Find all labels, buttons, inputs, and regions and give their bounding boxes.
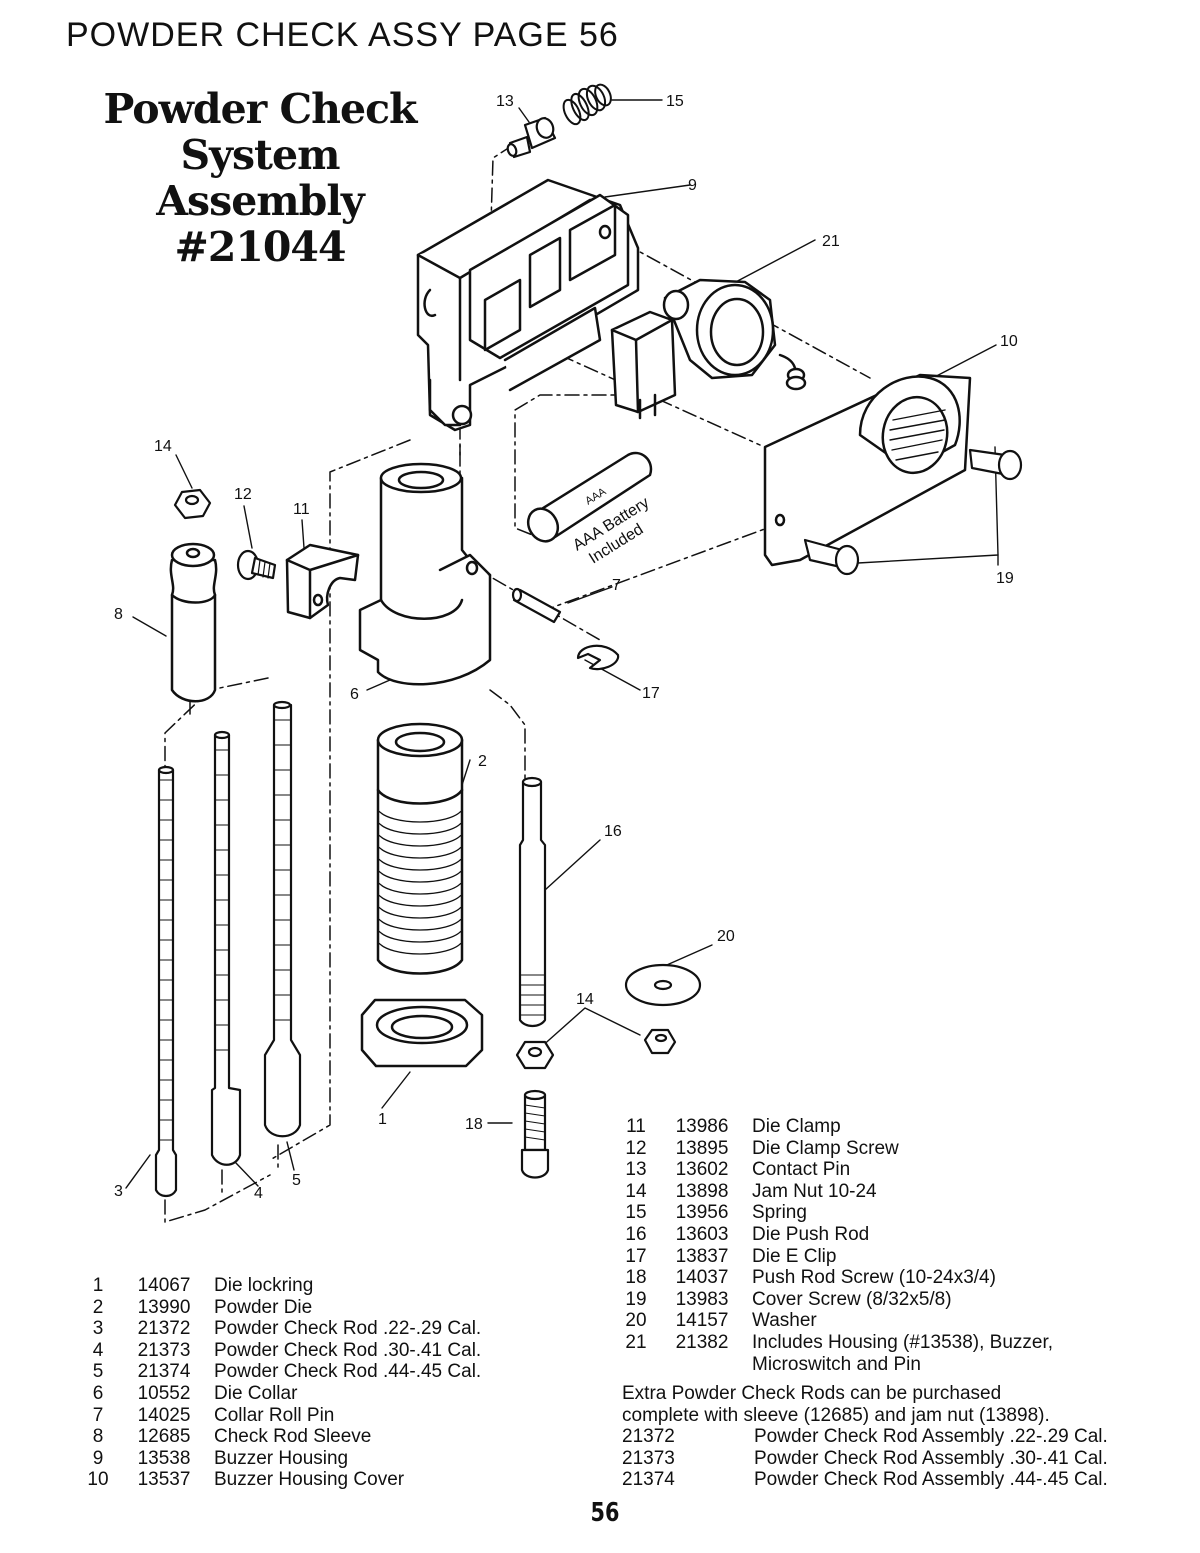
callout-14-bottom: 14	[576, 991, 594, 1008]
note-line-2: complete with sleeve (12685) and jam nut…	[622, 1404, 1050, 1426]
assembly-title: Powder Check System Assembly #21044	[80, 86, 440, 270]
part-row: Microswitch and Pin	[752, 1353, 921, 1375]
callout-9: 9	[688, 177, 697, 194]
callout-11: 11	[293, 501, 310, 518]
title-line-1: Powder Check	[103, 85, 418, 133]
callout-15: 15	[666, 93, 684, 110]
callout-16: 16	[604, 823, 622, 840]
title-line-2: System Assembly	[156, 131, 365, 225]
buzzer-housing	[416, 178, 640, 432]
die-e-clip	[576, 644, 620, 671]
push-rod-screw	[520, 1089, 550, 1179]
callout-14-top: 14	[154, 438, 172, 455]
buzzer-unit	[610, 278, 807, 420]
spring	[562, 83, 612, 126]
callout-10: 10	[1000, 333, 1018, 350]
jam-nut-top	[173, 488, 212, 520]
aaa-battery: AAA AAA Battery Included	[526, 451, 652, 567]
title-line-3: #21044	[174, 223, 347, 271]
die-lockring	[360, 998, 484, 1068]
callout-20: 20	[717, 928, 735, 945]
page-number: 56	[590, 1498, 620, 1528]
powder-check-rods	[154, 700, 302, 1198]
callout-19: 19	[996, 570, 1014, 587]
callout-18: 18	[465, 1116, 483, 1133]
die-clamp	[285, 543, 360, 620]
powder-die	[376, 722, 464, 975]
die-push-rod	[518, 776, 547, 1028]
extra-rods-note: Extra Powder Check Rods can be purchased…	[622, 1383, 1050, 1426]
callout-1: 1	[378, 1111, 387, 1128]
note-line-1: Extra Powder Check Rods can be purchased	[622, 1383, 1002, 1404]
collar-roll-pin	[511, 587, 562, 624]
callout-6: 6	[350, 686, 359, 703]
check-rod-sleeve	[169, 542, 218, 703]
callout-5: 5	[292, 1172, 301, 1189]
callout-21: 21	[822, 233, 840, 250]
callout-3: 3	[114, 1183, 123, 1200]
callout-8: 8	[114, 606, 123, 623]
buzzer-housing-cover	[763, 373, 972, 567]
callout-4: 4	[254, 1185, 263, 1202]
die-clamp-screw	[236, 549, 277, 581]
exploded-view-diagram: AAA AAA Battery Included	[114, 83, 1023, 1223]
jam-nuts-bottom	[515, 1028, 677, 1070]
callout-numbers: 13 15 9 21 10 14 12 11 7 19 8 6 17 2 16 …	[114, 93, 1018, 1202]
callout-7: 7	[612, 577, 621, 594]
cover-screws	[803, 448, 1023, 576]
callout-13: 13	[496, 93, 514, 110]
washer	[624, 963, 702, 1007]
contact-pin	[506, 116, 557, 159]
callout-17: 17	[642, 685, 660, 702]
callout-12: 12	[234, 486, 252, 503]
callout-2: 2	[478, 753, 487, 770]
die-collar	[358, 462, 492, 686]
page-header: POWDER CHECK ASSY PAGE 56	[66, 16, 619, 54]
